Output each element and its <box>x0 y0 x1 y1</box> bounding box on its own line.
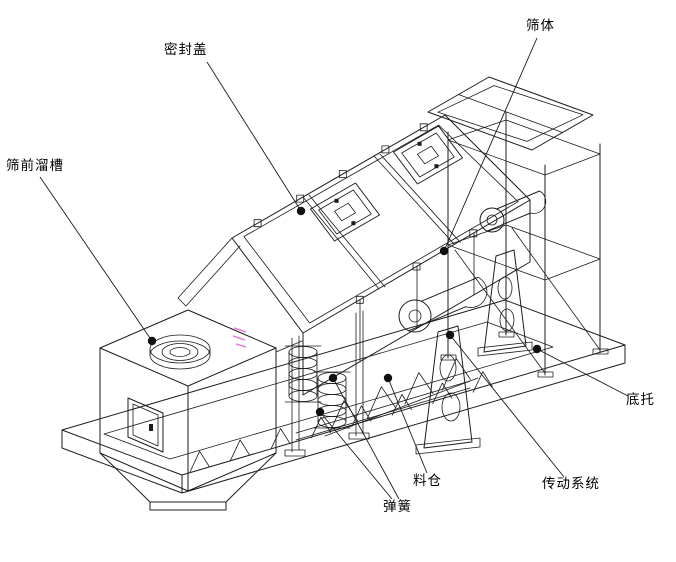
dot-drive-system <box>445 330 455 340</box>
leader-bottom-support <box>536 348 629 397</box>
spring-left <box>284 345 322 403</box>
dot-spring-lower <box>315 407 325 417</box>
leader-pre-screen-chute <box>39 176 153 342</box>
leader-screen-body <box>443 37 538 252</box>
exciter-cylinder <box>479 190 547 233</box>
base-gusset-ribs <box>189 371 493 473</box>
label-pre-screen-chute: 筛前溜槽 <box>6 158 64 173</box>
label-bottom-support: 底托 <box>626 392 655 407</box>
dot-pre-screen-chute <box>147 336 157 346</box>
deck-clamp-plates <box>253 123 478 304</box>
inlet-collar <box>149 334 211 370</box>
feed-chute-box <box>99 309 277 511</box>
support-leg-near <box>415 325 481 455</box>
dot-sealing-cover <box>296 206 306 216</box>
sealing-cover-hatch-right <box>393 125 463 185</box>
label-screen-body: 筛体 <box>526 18 555 33</box>
leader-lines <box>39 37 629 500</box>
support-posts <box>284 310 471 457</box>
right-support-frame <box>427 76 609 378</box>
leader-drive-system <box>449 334 565 478</box>
screen-side-wall <box>302 199 531 396</box>
sealing-cover-hatch-left <box>310 182 380 242</box>
base-frame <box>61 299 626 494</box>
watermark-artifact <box>232 327 247 348</box>
leader-sealing-cover <box>206 61 302 212</box>
support-leg-far <box>477 249 533 357</box>
leader-spring-lower <box>319 411 393 500</box>
label-spring: 弹簧 <box>383 499 412 514</box>
leader-material-bin <box>387 377 428 474</box>
dot-bottom-support <box>532 344 542 354</box>
leader-spring-upper <box>332 377 400 500</box>
dot-spring-upper <box>328 373 338 383</box>
label-material-bin: 料仓 <box>413 473 442 488</box>
label-sealing-cover: 密封盖 <box>164 42 208 57</box>
chute-access-door <box>127 397 164 453</box>
material-bin-blades <box>324 358 479 437</box>
label-drive-system: 传动系统 <box>542 476 600 491</box>
dot-material-bin <box>383 373 393 383</box>
drive-cylinder <box>398 276 488 333</box>
dot-screen-body <box>439 246 449 256</box>
